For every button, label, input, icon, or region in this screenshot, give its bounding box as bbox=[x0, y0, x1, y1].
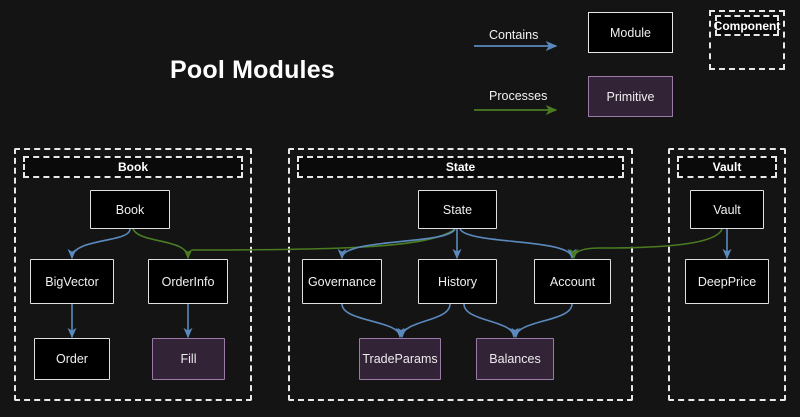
node-orderinfo[interactable]: OrderInfo bbox=[148, 259, 228, 304]
node-tradeparams[interactable]: TradeParams bbox=[359, 338, 441, 380]
node-history[interactable]: History bbox=[418, 259, 497, 304]
node-governance[interactable]: Governance bbox=[302, 259, 382, 304]
node-fill-label: Fill bbox=[180, 352, 197, 366]
legend-module-label: Module bbox=[610, 25, 651, 40]
node-orderinfo-label: OrderInfo bbox=[161, 274, 215, 289]
component-vault-header: Vault bbox=[677, 156, 777, 178]
node-bigvector-label: BigVector bbox=[45, 274, 99, 289]
page-title: Pool Modules bbox=[170, 56, 335, 84]
node-balances-label: Balances bbox=[489, 352, 541, 366]
component-state: State bbox=[288, 148, 633, 401]
legend-component-label: Component bbox=[713, 18, 781, 33]
legend-primitive-box: Primitive bbox=[588, 76, 673, 117]
node-order-label: Order bbox=[56, 352, 88, 366]
component-state-header: State bbox=[297, 156, 624, 178]
node-account-label: Account bbox=[549, 274, 596, 289]
node-state[interactable]: State bbox=[418, 190, 497, 229]
legend-component-box: Component bbox=[709, 10, 785, 70]
node-history-label: History bbox=[438, 274, 477, 289]
node-vault-label: Vault bbox=[713, 202, 741, 217]
legend-processes-label: Processes bbox=[489, 89, 548, 103]
node-order[interactable]: Order bbox=[34, 338, 110, 380]
component-book: Book bbox=[14, 148, 252, 401]
legend-contains-label: Contains bbox=[489, 28, 539, 42]
component-book-label: Book bbox=[118, 160, 148, 174]
legend-module-box: Module bbox=[588, 12, 673, 53]
node-deepprice[interactable]: DeepPrice bbox=[685, 259, 769, 304]
node-governance-label: Governance bbox=[307, 274, 377, 289]
component-vault: Vault bbox=[668, 148, 786, 401]
component-state-label: State bbox=[445, 160, 476, 174]
component-book-header: Book bbox=[23, 156, 243, 178]
node-book[interactable]: Book bbox=[90, 190, 170, 229]
node-deepprice-label: DeepPrice bbox=[697, 274, 757, 289]
legend-primitive-label: Primitive bbox=[606, 89, 655, 104]
node-balances[interactable]: Balances bbox=[476, 338, 554, 380]
node-state-label: State bbox=[442, 202, 473, 217]
node-bigvector[interactable]: BigVector bbox=[30, 259, 114, 304]
node-vault[interactable]: Vault bbox=[690, 190, 764, 229]
node-fill[interactable]: Fill bbox=[152, 338, 225, 380]
component-vault-label: Vault bbox=[712, 160, 742, 174]
node-tradeparams-label: TradeParams bbox=[362, 352, 438, 366]
node-book-label: Book bbox=[115, 202, 145, 217]
legend-component-header: Component bbox=[713, 15, 781, 36]
node-account[interactable]: Account bbox=[534, 259, 611, 304]
